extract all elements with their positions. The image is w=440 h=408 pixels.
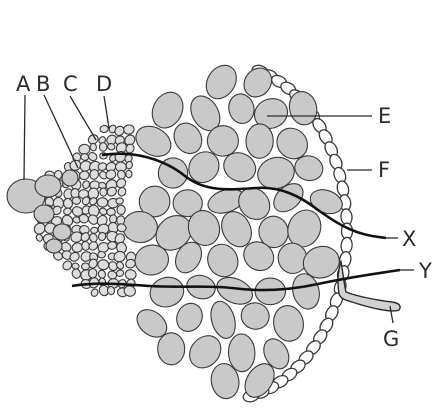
root-cap-cell xyxy=(46,239,62,253)
small-cell xyxy=(97,259,109,270)
small-cell xyxy=(82,180,91,190)
small-cell xyxy=(107,286,115,295)
small-cell xyxy=(90,227,98,234)
small-cell xyxy=(98,251,106,258)
small-cell xyxy=(116,269,125,277)
small-cells-region xyxy=(7,124,137,298)
label-G: G xyxy=(383,327,399,351)
small-cell xyxy=(100,125,109,133)
root-cap-cell xyxy=(53,224,71,240)
cell xyxy=(271,303,307,344)
label-F: F xyxy=(378,158,390,182)
root-cap-cell xyxy=(35,175,61,197)
cell xyxy=(207,298,239,341)
label-X: X xyxy=(402,227,416,251)
root-cap-cell xyxy=(62,170,78,186)
small-cell xyxy=(117,205,125,215)
small-cell xyxy=(88,268,97,278)
small-cell xyxy=(123,124,135,135)
small-cell xyxy=(71,242,83,253)
root-cap-cell xyxy=(34,205,54,223)
small-cell xyxy=(105,168,118,180)
cell xyxy=(255,278,286,305)
small-cell xyxy=(71,268,81,279)
small-cell xyxy=(99,142,107,151)
label-B: B xyxy=(36,72,50,96)
cell xyxy=(246,124,274,159)
small-cell xyxy=(79,170,90,180)
leader-C xyxy=(70,96,96,140)
small-cell xyxy=(90,288,99,298)
label-C: C xyxy=(63,72,78,96)
label-E: E xyxy=(378,104,391,128)
cell xyxy=(172,299,207,336)
small-cell xyxy=(80,153,89,161)
small-cell xyxy=(97,197,108,207)
small-cell xyxy=(90,143,97,151)
label-A: A xyxy=(16,72,31,96)
small-cell xyxy=(126,170,133,178)
cell xyxy=(146,273,187,311)
label-Y: Y xyxy=(418,259,432,283)
small-cell xyxy=(116,198,124,205)
cell xyxy=(157,333,185,365)
small-cell xyxy=(117,186,127,197)
label-D: D xyxy=(96,72,112,96)
small-cell xyxy=(35,233,43,242)
leader-B xyxy=(44,95,78,168)
leader-D xyxy=(104,96,109,128)
small-cell xyxy=(107,241,117,250)
small-cell xyxy=(99,187,107,196)
small-cell xyxy=(72,197,81,205)
small-cell xyxy=(87,240,99,252)
leader-A xyxy=(24,95,25,180)
cell xyxy=(155,155,191,191)
small-cell xyxy=(63,207,72,215)
